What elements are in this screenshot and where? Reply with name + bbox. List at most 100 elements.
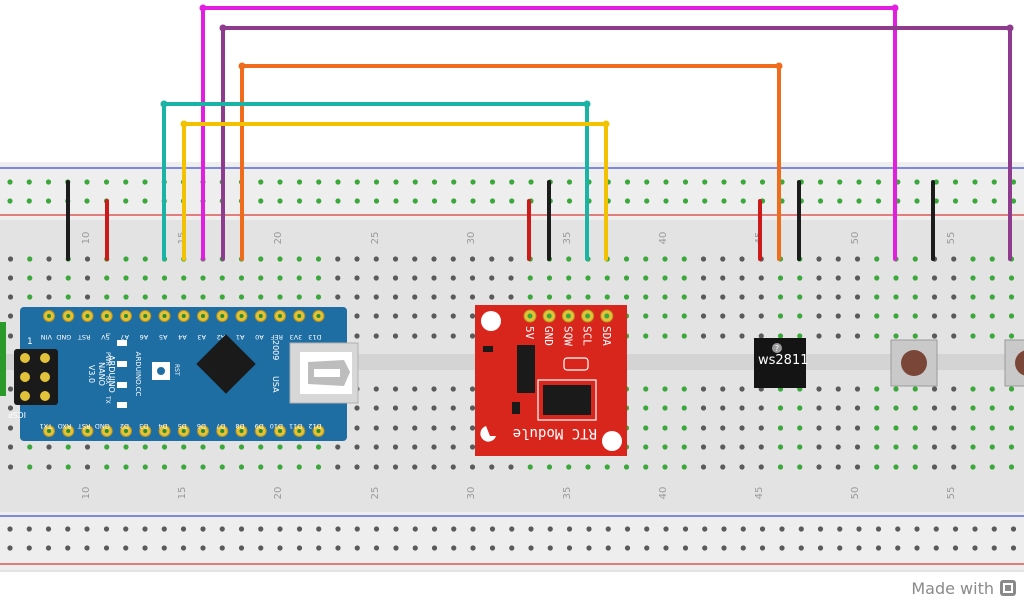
breadboard-hole (412, 444, 418, 450)
breadboard-hole (412, 464, 418, 470)
breadboard-hole (893, 444, 899, 450)
breadboard-hole (893, 313, 899, 319)
help-icon (772, 343, 782, 353)
breadboard-hole (604, 464, 610, 470)
arduino-pin-label: REF (270, 333, 283, 341)
breadboard-hole (296, 464, 302, 470)
breadboard-hole (508, 256, 514, 262)
breadboard-hole (816, 333, 822, 339)
power-rail-hole (895, 526, 901, 532)
power-rail-hole (393, 526, 399, 532)
breadboard-hole (200, 464, 206, 470)
power-rail-hole (682, 179, 689, 185)
yellow-wire[interactable] (182, 122, 608, 261)
rtc-crystal (563, 357, 589, 371)
breadboard-hole (797, 444, 803, 450)
breadboard-hole (1008, 405, 1015, 411)
breadboard-hole (277, 256, 283, 262)
breadboard-hole (681, 405, 687, 411)
breadboard-hole (643, 444, 649, 450)
breadboard-hole (65, 275, 71, 281)
power-rail-hole (316, 198, 322, 204)
orange-wire[interactable] (240, 64, 781, 261)
power-rail-hole (875, 545, 882, 551)
breadboard-hole (931, 313, 938, 319)
arduino-pin-label: RXO (58, 422, 72, 430)
breadboard-hole (681, 333, 687, 339)
breadboard-hole (662, 294, 668, 300)
long-wires (162, 6, 1012, 261)
pushbutton[interactable] (1004, 339, 1024, 387)
breadboard-hole (7, 294, 14, 300)
breadboard-hole (662, 386, 668, 392)
wire-end (775, 62, 783, 70)
breadboard-hole (643, 405, 649, 411)
purple-wire[interactable] (221, 26, 1012, 261)
ws2811-chip[interactable]: ? ws2811 (754, 338, 809, 388)
power-rail-hole (682, 526, 689, 532)
breadboard-hole (546, 294, 553, 300)
breadboard-hole (181, 444, 187, 450)
led-label-rx: RX (104, 376, 111, 384)
power-rail-hole (837, 526, 843, 532)
power-rail-hole (470, 526, 476, 532)
breadboard-hole (431, 256, 437, 262)
breadboard-hole (643, 256, 649, 262)
column-number: 25 (370, 487, 381, 500)
breadboard-hole (989, 256, 995, 262)
icsp-pin (20, 391, 30, 401)
breadboard-hole (161, 275, 168, 281)
breadboard-hole (970, 256, 976, 262)
power-rail-hole (354, 545, 360, 551)
breadboard-hole (777, 294, 784, 300)
breadboard-hole (392, 294, 399, 300)
breadboard-hole (681, 386, 687, 392)
rtc-mount-hole (602, 431, 622, 451)
breadboard-hole (412, 313, 418, 319)
breadboard-hole (951, 333, 957, 339)
breadboard-hole (623, 294, 630, 300)
breadboard-hole (931, 405, 938, 411)
breadboard-hole (566, 294, 572, 300)
arduino-pin-label: D9 (255, 422, 264, 430)
pushbutton[interactable] (890, 339, 938, 387)
usb-connector[interactable] (289, 342, 359, 404)
power-rail-hole (663, 526, 669, 532)
power-rail-hole (1010, 179, 1017, 185)
breadboard-hole (681, 275, 687, 281)
breadboard-hole (681, 294, 687, 300)
power-rail-hole (586, 545, 592, 551)
breadboard-hole (412, 425, 418, 431)
rtc-pin-hole (546, 313, 552, 319)
breadboard-hole (777, 275, 784, 281)
breadboard-hole (450, 294, 456, 300)
breadboard-hole (1008, 294, 1015, 300)
power-rail-hole (335, 198, 341, 204)
power-rail-hole (393, 545, 399, 551)
breadboard-hole (623, 256, 630, 262)
power-rail-hole (354, 526, 360, 532)
column-number: 50 (850, 232, 861, 245)
breadboard-hole (758, 294, 764, 300)
breadboard-hole (970, 333, 976, 339)
breadboard-hole (546, 275, 553, 281)
column-number: 55 (946, 232, 957, 245)
teal-wire[interactable] (162, 102, 589, 261)
breadboard-hole (643, 425, 649, 431)
power-rail-hole (45, 526, 52, 532)
breadboard-hole (874, 464, 880, 470)
breadboard-hole (893, 405, 899, 411)
arduino-green-edge (0, 322, 6, 396)
power-rail-hole (258, 526, 264, 532)
column-number: 30 (466, 487, 477, 500)
magenta-wire[interactable] (201, 6, 897, 261)
power-rail-hole (470, 545, 476, 551)
column-number: 30 (466, 232, 477, 245)
power-rail-hole (489, 526, 496, 532)
breadboard-hole (931, 386, 938, 392)
breadboard-hole (335, 275, 341, 281)
breadboard-hole (450, 405, 456, 411)
